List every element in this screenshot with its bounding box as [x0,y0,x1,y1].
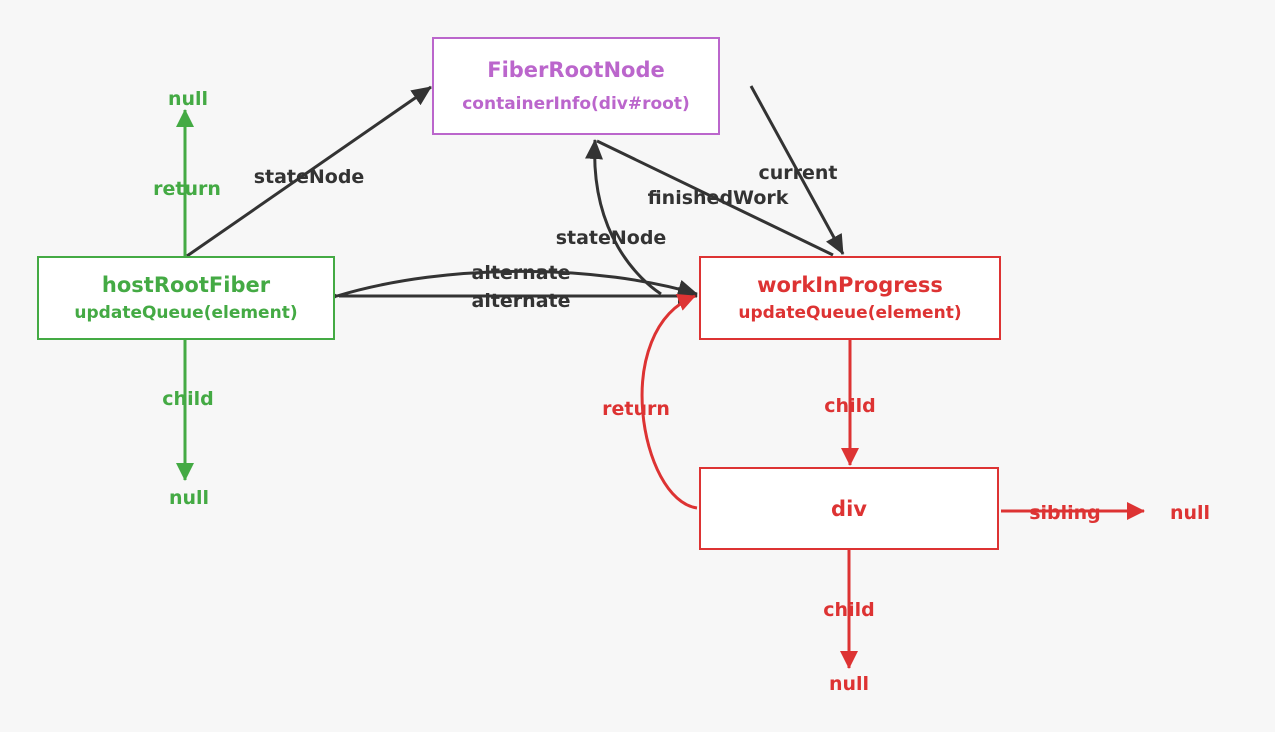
edge-finished-work [596,139,834,257]
work-in-progress-node: workInProgress updateQueue(element) [699,256,1001,340]
fiber-root-title: FiberRootNode [487,58,665,82]
edge-wip-state-node [585,139,662,296]
fiber-root-subtitle: containerInfo(div#root) [462,94,690,114]
edge-current [749,85,845,255]
div-return-label: return [602,398,670,420]
host-return-label: return [153,178,221,200]
host-root-subtitle: updateQueue(element) [74,303,298,323]
fiber-root-node: FiberRootNode containerInfo(div#root) [432,37,720,135]
host-child-label: child [162,388,214,410]
wip-title: workInProgress [757,273,943,297]
div-title: div [831,496,867,521]
finished-work-label: finishedWork [647,187,789,209]
alternate-top-label: alternate [471,262,571,284]
div-node: div [699,467,999,550]
alternate-bottom-label: alternate [471,290,571,312]
edge-div-return [640,293,698,510]
wip-state-node-label: stateNode [555,227,667,249]
host-state-node-label: stateNode [253,166,365,188]
host-root-fiber-node: hostRootFiber updateQueue(element) [37,256,335,340]
current-label: current [758,162,838,184]
div-child-label: child [823,599,875,621]
div-sibling-null-label: null [1169,502,1211,524]
host-root-title: hostRootFiber [101,273,271,297]
div-sibling-label: sibling [1029,502,1101,524]
div-child-null-label: null [828,673,870,695]
edge-alternate-top [316,269,698,311]
host-return-null-label: null [167,88,209,110]
wip-child-label: child [824,395,876,417]
edge-host-state-node [186,85,432,258]
wip-subtitle: updateQueue(element) [738,303,962,323]
host-child-null-label: null [168,487,210,509]
